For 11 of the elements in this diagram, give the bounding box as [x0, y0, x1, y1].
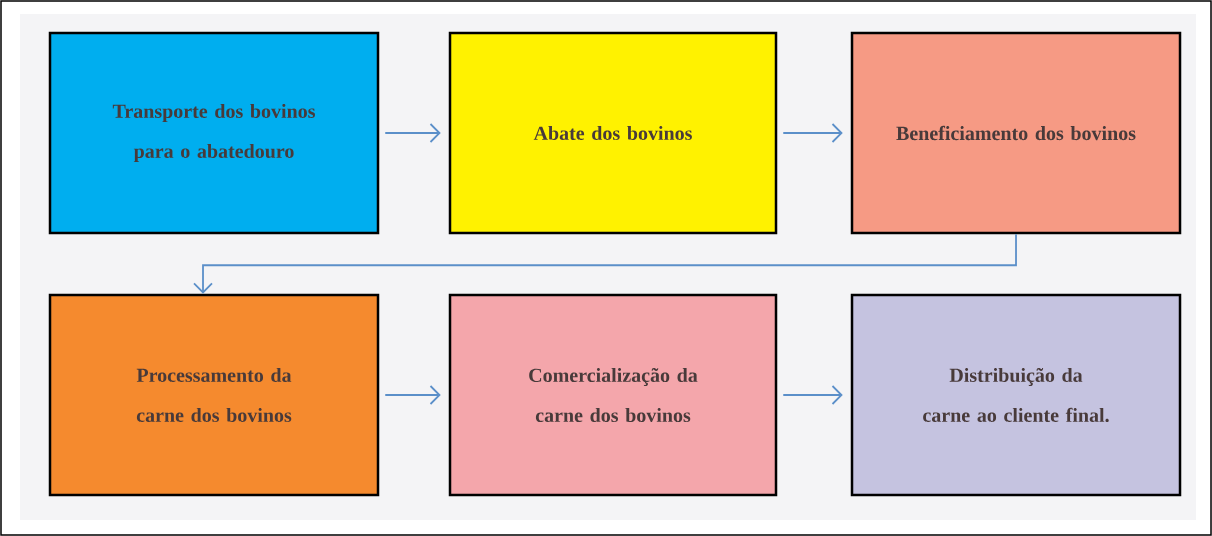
process-box: Beneficiamento dos bovinos — [850, 31, 1182, 235]
arrow — [384, 123, 441, 143]
process-box: Transporte dos bovinos para o abatedouro — [48, 31, 380, 235]
arrow — [384, 385, 441, 405]
arrow — [193, 233, 1017, 294]
process-box: Processamento da carne dos bovinos — [48, 293, 380, 497]
arrow — [782, 123, 843, 143]
process-box: Distribuição da carne ao cliente final. — [850, 293, 1182, 497]
arrow — [782, 385, 843, 405]
process-box: Abate dos bovinos — [448, 31, 778, 235]
process-box: Comercialização da carne dos bovinos — [448, 293, 778, 497]
